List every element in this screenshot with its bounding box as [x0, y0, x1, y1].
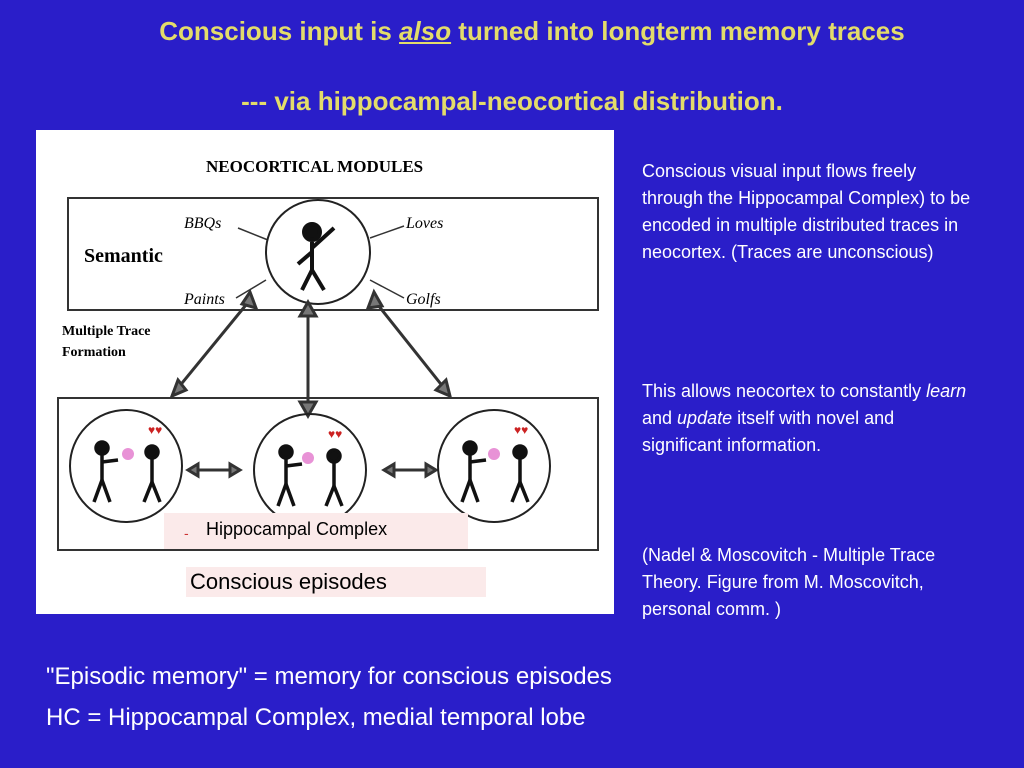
memory-trace-figure: NEOCORTICAL MODULES Semantic BBQs Loves …	[36, 130, 614, 614]
episode-circle-left	[69, 409, 183, 523]
title-part-2: turned into longterm memory traces	[451, 16, 905, 46]
episode-figures-middle	[276, 444, 344, 507]
title-part-1: Conscious input is	[159, 16, 400, 46]
p2-part-b: and	[642, 408, 678, 428]
bottom-line-1: "Episodic memory" = memory for conscious…	[46, 663, 612, 690]
arrows	[169, 288, 453, 479]
word-loves: Loves	[405, 215, 443, 232]
semantic-label: Semantic	[84, 245, 163, 267]
multiple-trace-label-1: Multiple Trace	[62, 324, 151, 339]
multiple-trace-label-2: Formation	[62, 345, 126, 360]
p2-part-c: itself with novel and significant inform…	[642, 408, 895, 455]
stick-figure-icon	[296, 222, 336, 292]
conscious-episodes-text: Conscious episodes	[190, 569, 387, 594]
side-paragraph-2: This allows neocortex to constantly lear…	[642, 378, 972, 459]
word-paints: Paints	[183, 291, 225, 308]
episodic-module-box	[57, 397, 599, 551]
title-emphasis: also	[399, 16, 452, 46]
slide-title-line-1: Conscious input is also turned into long…	[20, 16, 1024, 47]
episode-figures-right	[460, 440, 530, 503]
word-bbqs: BBQs	[184, 215, 221, 232]
episode-figures-left	[92, 440, 162, 503]
bottom-line-2: HC = Hippocampal Complex, medial tempora…	[46, 704, 586, 731]
slide-title-line-2: --- via hippocampal-neocortical distribu…	[241, 86, 783, 116]
episode-circle-right	[437, 409, 551, 523]
p2-update: update	[677, 408, 733, 428]
conscious-episodes-label: Conscious episodes	[186, 567, 486, 597]
svg-text:♥♥: ♥♥	[514, 423, 528, 437]
side-paragraph-3: (Nadel & Moscovitch - Multiple Trace The…	[642, 545, 936, 619]
svg-text:♥♥: ♥♥	[328, 427, 342, 441]
p2-learn: learn	[926, 381, 967, 401]
svg-text:♥♥: ♥♥	[148, 423, 162, 437]
hc-dash: -	[184, 525, 189, 541]
semantic-circle	[265, 199, 371, 305]
p2-part-a: This allows neocortex to constantly	[642, 381, 927, 401]
hc-label-text: Hippocampal Complex	[206, 519, 388, 539]
side-paragraph-1: Conscious visual input flows freely thro…	[642, 161, 971, 262]
figure-drawing: NEOCORTICAL MODULES Semantic BBQs Loves …	[57, 157, 599, 551]
word-golfs: Golfs	[406, 291, 441, 308]
semantic-module-box	[67, 197, 599, 311]
hippocampal-complex-label: - Hippocampal Complex	[164, 513, 468, 549]
episode-circle-middle	[253, 413, 367, 527]
figure-heading: NEOCORTICAL MODULES	[206, 157, 423, 176]
